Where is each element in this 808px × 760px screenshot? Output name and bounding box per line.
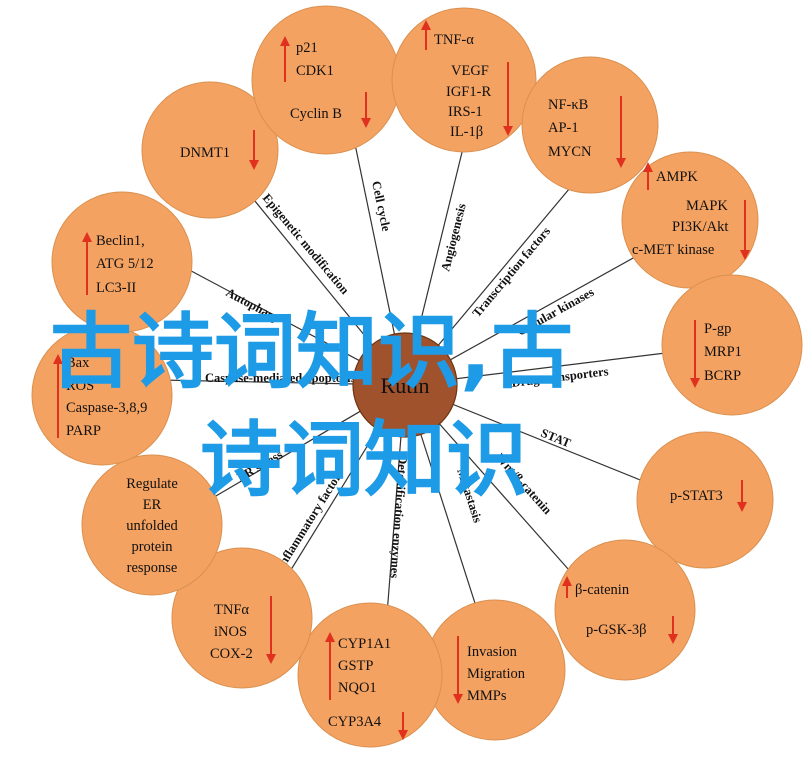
bubble-tf: NF-κB AP-1 MYCN [521, 56, 659, 194]
bubble-angio: TNF-α VEGF IGF1-R IRS-1 IL-1β [391, 7, 537, 153]
watermark-line1: 古诗词知识,古 [50, 305, 573, 400]
bubble-bax-line1: ROS [66, 378, 94, 394]
bubble-angio-line1: VEGF [451, 63, 489, 79]
bubble-angio-line2: IGF1-R [446, 84, 491, 100]
spoke-label-epigenetic: Epigenetic modification [260, 191, 352, 297]
watermark-line2: 诗词知识 [200, 413, 528, 508]
bubble-kinase-line1: MAPK [686, 198, 728, 214]
bubble-kinase: AMPK MAPK PI3K/Akt c-MET kinase [621, 151, 759, 289]
hub-label: Rutin [381, 373, 430, 398]
bubble-kinase-line2: PI3K/Akt [672, 219, 728, 235]
bubble-tnf: TNFα iNOS COX-2 [171, 547, 313, 689]
bubble-cellcycle: p21 CDK1 Cyclin B [251, 5, 401, 155]
bubble-angio-line0: TNF-α [434, 32, 474, 48]
bubble-wnt: β-catenin p-GSK-3β [554, 539, 696, 681]
bubble-angio-line3: IRS-1 [448, 104, 483, 120]
bubble-stat-line0: p-STAT3 [670, 488, 723, 504]
bubble-er-line2: unfolded [126, 518, 178, 534]
bubble-cyp-line0: CYP1A1 [338, 636, 391, 652]
bubble-beclin-line0: Beclin1, [96, 233, 145, 249]
bubble-dnmt: DNMT1 [141, 81, 279, 219]
bubble-kinase-line0: AMPK [656, 169, 698, 185]
bubble-cyp-line1: GSTP [338, 658, 373, 674]
bubble-tf-line2: MYCN [548, 144, 592, 160]
bubble-drug-line1: MRP1 [704, 344, 742, 360]
bubble-er-line1: ER [143, 497, 162, 513]
bubble-bax-line0: Bax [66, 355, 90, 371]
bubble-cyp-line2: NQO1 [338, 680, 377, 696]
bubbles: DNMT1 p21 CDK1 Cyclin B TNF-α VEGF IGF1-… [31, 5, 803, 748]
bubble-beclin-line1: ATG 5/12 [96, 256, 154, 272]
bubble-meta-line0: Invasion [467, 644, 518, 660]
bubble-meta: Invasion Migration MMPs [424, 599, 566, 741]
bubble-tf-line0: NF-κB [548, 97, 588, 113]
spoke-label-cellcycle: Cell cycle [369, 180, 393, 233]
bubble-drug-line2: BCRP [704, 368, 741, 384]
bubble-tnf-line0: TNFα [214, 602, 249, 618]
bubble-cyp-line3: CYP3A4 [328, 714, 382, 730]
bubble-cellcycle-line2: Cyclin B [290, 106, 342, 122]
bubble-meta-line1: Migration [467, 666, 526, 682]
bubble-drug: P-gp MRP1 BCRP [661, 274, 803, 416]
bubble-bax-line3: PARP [66, 423, 101, 439]
bubble-tnf-line2: COX-2 [210, 646, 253, 662]
bubble-er-line4: response [127, 560, 178, 576]
bubble-cellcycle-line0: p21 [296, 40, 318, 56]
bubble-cyp: CYP1A1 GSTP NQO1 CYP3A4 [297, 602, 443, 748]
bubble-er-line3: protein [131, 539, 173, 555]
bubble-er: Regulate ER unfolded protein response [81, 454, 223, 596]
bubble-drug-line0: P-gp [704, 321, 731, 337]
bubble-bax: Bax ROS Caspase-3,8,9 PARP [31, 324, 173, 466]
bubble-wnt-line0: β-catenin [575, 582, 630, 598]
spoke-label-stat: STAT [539, 426, 573, 451]
bubble-wnt-line1: p-GSK-3β [586, 622, 647, 638]
hub: Rutin [352, 332, 458, 438]
bubble-meta-line2: MMPs [467, 688, 507, 704]
bubble-tf-line1: AP-1 [548, 120, 579, 136]
spoke-label-angiogenesis: Angiogenesis [438, 202, 468, 273]
bubble-angio-line4: IL-1β [450, 124, 483, 140]
spoke-label-caspase: Caspase-mediated apoptosis [205, 371, 355, 385]
bubble-dnmt-line0: DNMT1 [180, 145, 230, 161]
bubble-beclin: Beclin1, ATG 5/12 LC3-II [51, 191, 193, 333]
bubble-beclin-line2: LC3-II [96, 280, 136, 296]
bubble-kinase-line3: c-MET kinase [632, 242, 714, 258]
bubble-stat: p-STAT3 [636, 431, 774, 569]
bubble-er-line0: Regulate [126, 476, 178, 492]
spoke-label-caspase-text: Caspase-mediated apoptosis [205, 371, 355, 385]
bubble-cellcycle-line1: CDK1 [296, 63, 334, 79]
watermark: 古诗词知识,古 诗词知识 [50, 305, 573, 508]
bubble-bax-line2: Caspase-3,8,9 [66, 400, 147, 416]
bubble-tnf-line1: iNOS [214, 624, 247, 640]
